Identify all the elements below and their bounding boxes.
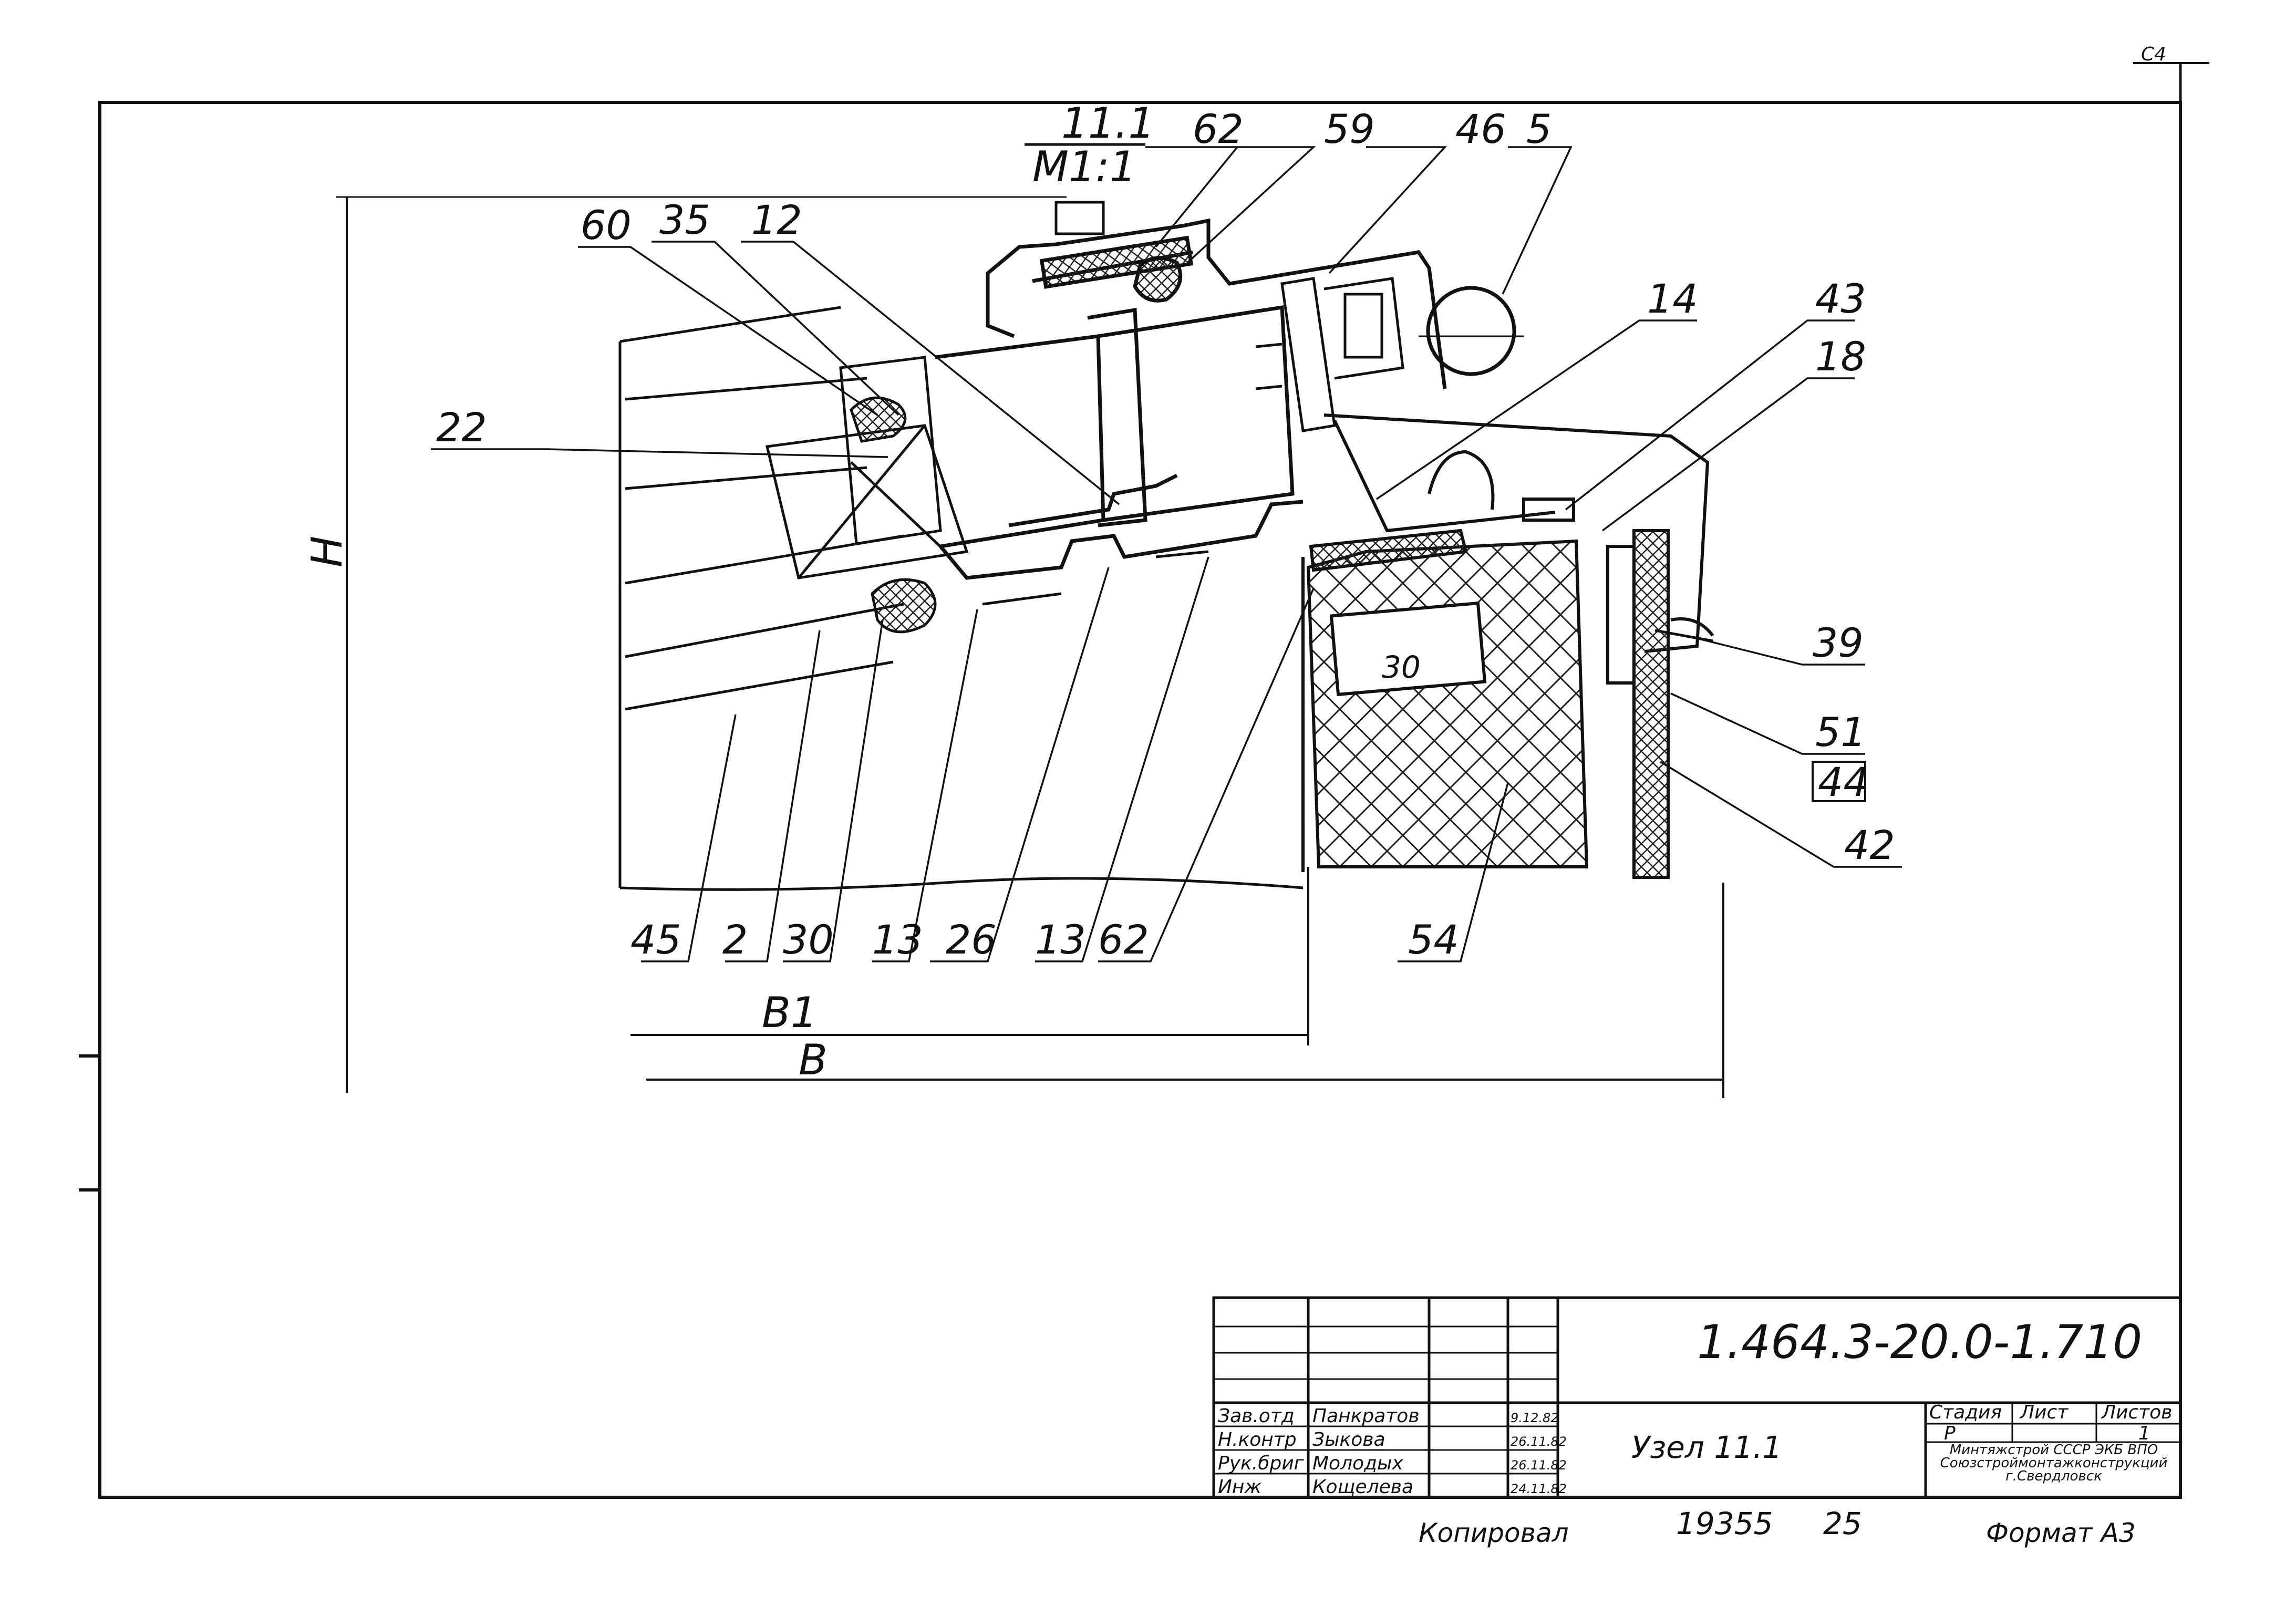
- callout-30-inner: 30: [1382, 649, 1421, 685]
- callout-62-top: 62: [1193, 106, 1244, 152]
- sig-role-3: Рук.бриг: [1218, 1453, 1305, 1474]
- callout-51: 51: [1815, 709, 1866, 755]
- callout-12: 12: [751, 196, 802, 243]
- top-cap: [986, 201, 1447, 389]
- sig-name-3: Молодых: [1312, 1453, 1403, 1474]
- corner-mark: С4: [2141, 44, 2166, 65]
- sig-date-4: 24.11.82: [1511, 1482, 1567, 1496]
- title-block: [1212, 1296, 2182, 1499]
- dimension-b: [630, 867, 1724, 1098]
- signature-rows: Зав.отд Панкратов 9.12.82 Н.контр Зыкова…: [1218, 1405, 1567, 1498]
- scale-label: M1:1: [1032, 142, 1136, 191]
- callout-60: 60: [581, 202, 632, 248]
- page-number: 25: [1823, 1506, 1862, 1541]
- callout-62-bottom: 62: [1098, 916, 1149, 963]
- sig-name-1: Панкратов: [1312, 1405, 1420, 1427]
- section-header: 11.1 M1:1: [1025, 99, 1155, 191]
- section-number: 11.1: [1061, 99, 1155, 148]
- callout-44: 44: [1818, 759, 1869, 805]
- callout-42: 42: [1844, 822, 1895, 868]
- right-cover: [1323, 413, 1710, 653]
- callout-2: 2: [722, 916, 748, 963]
- paper-format: Формат А3: [1986, 1518, 2136, 1548]
- callout-45: 45: [630, 916, 681, 963]
- sig-date-3: 26.11.82: [1511, 1458, 1567, 1473]
- sheet-value: 1: [2138, 1423, 2150, 1444]
- insulation-block: [1301, 529, 1589, 872]
- sig-name-4: Кощелева: [1312, 1476, 1413, 1498]
- dimension-h: H: [303, 196, 1067, 1093]
- leader-lines: [431, 146, 1902, 962]
- sig-name-2: Зыкова: [1312, 1429, 1385, 1451]
- stage-value: Р: [1944, 1423, 1956, 1444]
- designation: 1.464.3-20.0-1.710: [1697, 1315, 2142, 1369]
- node-title: Узел 11.1: [1631, 1429, 1782, 1465]
- connector-bolt: [1255, 277, 1524, 432]
- callout-labels: 62 59 46 5 60 35 12 14 43 18 22 39 51 44…: [436, 106, 1895, 963]
- sheet-header: Лист: [2019, 1402, 2069, 1423]
- callout-13-b: 13: [1035, 916, 1086, 963]
- dimension-b-label: B: [799, 1035, 828, 1084]
- dimension-h-label: H: [303, 536, 351, 567]
- sig-date-2: 26.11.82: [1511, 1434, 1567, 1449]
- callout-59: 59: [1324, 106, 1375, 152]
- sig-date-1: 9.12.82: [1511, 1411, 1559, 1425]
- callout-13-a: 13: [872, 916, 923, 963]
- copied-by: Копировал: [1419, 1518, 1569, 1548]
- callout-30: 30: [783, 916, 834, 963]
- callout-54: 54: [1408, 916, 1459, 963]
- side-panel: [1606, 529, 1714, 879]
- callout-22: 22: [436, 404, 487, 451]
- callout-35: 35: [659, 196, 710, 243]
- inventory-number: 19355: [1676, 1506, 1773, 1541]
- left-seal: [839, 356, 942, 634]
- edge-marks: [79, 1054, 100, 1192]
- glazing-assembly: [618, 306, 1304, 891]
- stage-header: Стадия: [1929, 1402, 2002, 1423]
- callout-43: 43: [1815, 275, 1866, 322]
- callout-46: 46: [1455, 106, 1506, 152]
- dimension-b1-label: B1: [762, 988, 818, 1037]
- sheet-frame: [98, 101, 2182, 1499]
- sig-role-4: Инж: [1218, 1476, 1261, 1498]
- callout-18: 18: [1815, 333, 1866, 380]
- organization: Минтяжстрой СССР ЭКБ ВПО Союзстроймонтаж…: [1940, 1444, 2168, 1484]
- sig-role-1: Зав.отд: [1218, 1405, 1295, 1427]
- sheets-header: Листов: [2101, 1402, 2172, 1423]
- callout-26: 26: [946, 916, 997, 963]
- callout-14: 14: [1647, 275, 1698, 322]
- callout-5: 5: [1526, 106, 1552, 152]
- sig-role-2: Н.контр: [1218, 1429, 1297, 1451]
- callout-39: 39: [1813, 619, 1864, 666]
- frame-profile: [935, 305, 1304, 606]
